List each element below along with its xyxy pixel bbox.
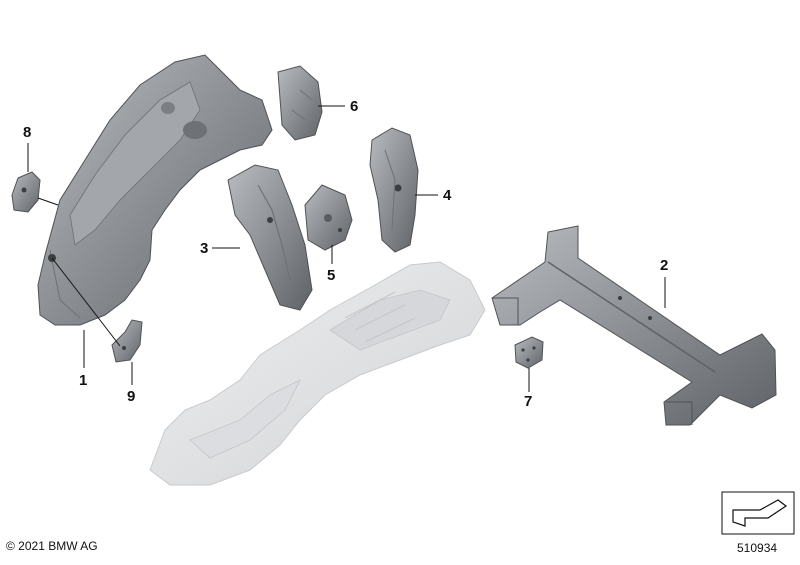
part-5-bracket <box>304 184 353 251</box>
callout-8: 8 <box>23 124 32 141</box>
callout-9: 9 <box>127 388 136 405</box>
rear-floor-panel <box>149 261 486 486</box>
callout-3: 3 <box>200 240 209 257</box>
leader-lines <box>27 105 666 392</box>
part-6-plate <box>277 65 323 141</box>
part-7-plate <box>514 336 544 369</box>
diagram-reference-icon <box>721 491 795 535</box>
callout-6: 6 <box>350 98 359 115</box>
copyright-text: © 2021 BMW AG <box>6 539 98 553</box>
callout-5: 5 <box>327 267 336 284</box>
diagram-number: 510934 <box>737 541 778 555</box>
part-8-bracket <box>11 171 41 213</box>
part-1-wheelarch-panel <box>37 54 273 326</box>
callout-1: 1 <box>79 372 88 389</box>
part-3-reinforcement <box>227 164 313 311</box>
part-4-reinforcement <box>369 127 419 253</box>
part-2-crossmember <box>491 225 777 426</box>
callout-7: 7 <box>524 393 533 410</box>
callout-2: 2 <box>660 257 669 274</box>
leader-9b <box>51 257 121 347</box>
part-9-bracket <box>111 319 143 363</box>
leader-8b <box>37 197 59 206</box>
callout-4: 4 <box>443 187 452 204</box>
